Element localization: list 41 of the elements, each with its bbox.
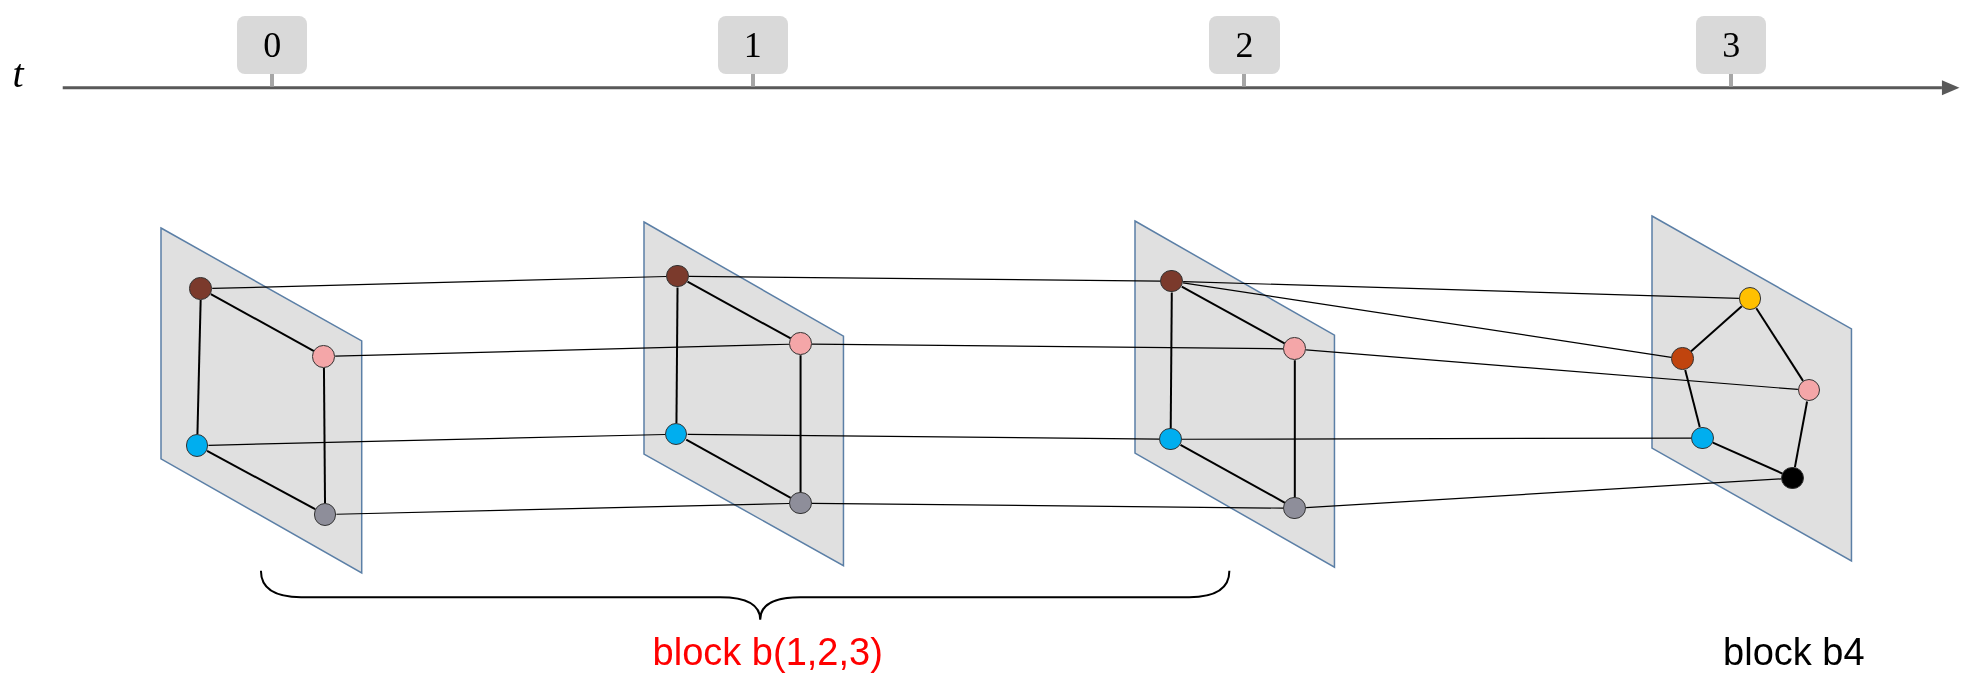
- graph-edge: [335, 502, 790, 515]
- time-step-box: 2: [1209, 16, 1280, 74]
- graph-edge: [1181, 437, 1692, 440]
- graph-edge: [686, 280, 792, 340]
- graph-edge: [1182, 282, 1672, 358]
- graph-edge: [1179, 443, 1286, 504]
- graph-plane: [1652, 215, 1852, 561]
- graph-edge: [1711, 441, 1784, 475]
- axis-label: t: [12, 50, 24, 98]
- graph-edge: [1305, 349, 1799, 391]
- block-label: block b4: [1723, 631, 1865, 674]
- graph-edge: [675, 286, 679, 424]
- graph-edge: [209, 293, 315, 353]
- graph-edge: [1793, 400, 1809, 469]
- time-step-box: 0: [237, 16, 308, 74]
- graph-edge: [322, 366, 327, 505]
- graph-edge: [1293, 359, 1296, 498]
- graph-edge: [1182, 280, 1740, 300]
- time-step-box: 3: [1696, 16, 1767, 74]
- graph-edge: [811, 502, 1285, 509]
- graph-edge: [1689, 305, 1743, 353]
- graph-edge: [1755, 307, 1805, 382]
- graph-edge: [1684, 368, 1701, 429]
- graph-edge: [1169, 291, 1173, 429]
- graph-edge: [687, 433, 1160, 440]
- time-step-box: 1: [717, 16, 788, 74]
- graph-edge: [811, 343, 1285, 350]
- graph-plane: [1135, 220, 1335, 567]
- graph-edge: [211, 275, 667, 290]
- graph-edge: [206, 449, 317, 511]
- graph-edge: [1305, 478, 1783, 509]
- graph-edge: [207, 433, 666, 446]
- graph-edge: [196, 299, 202, 436]
- graph-edge: [334, 343, 790, 357]
- graph-edge: [1180, 285, 1286, 345]
- graph-edge: [688, 275, 1162, 282]
- graph-plane: [643, 222, 843, 566]
- graph-plane: [160, 228, 362, 574]
- block-label: block b(1,2,3): [652, 631, 883, 674]
- graph-edge: [799, 354, 802, 493]
- graph-edge: [685, 438, 792, 499]
